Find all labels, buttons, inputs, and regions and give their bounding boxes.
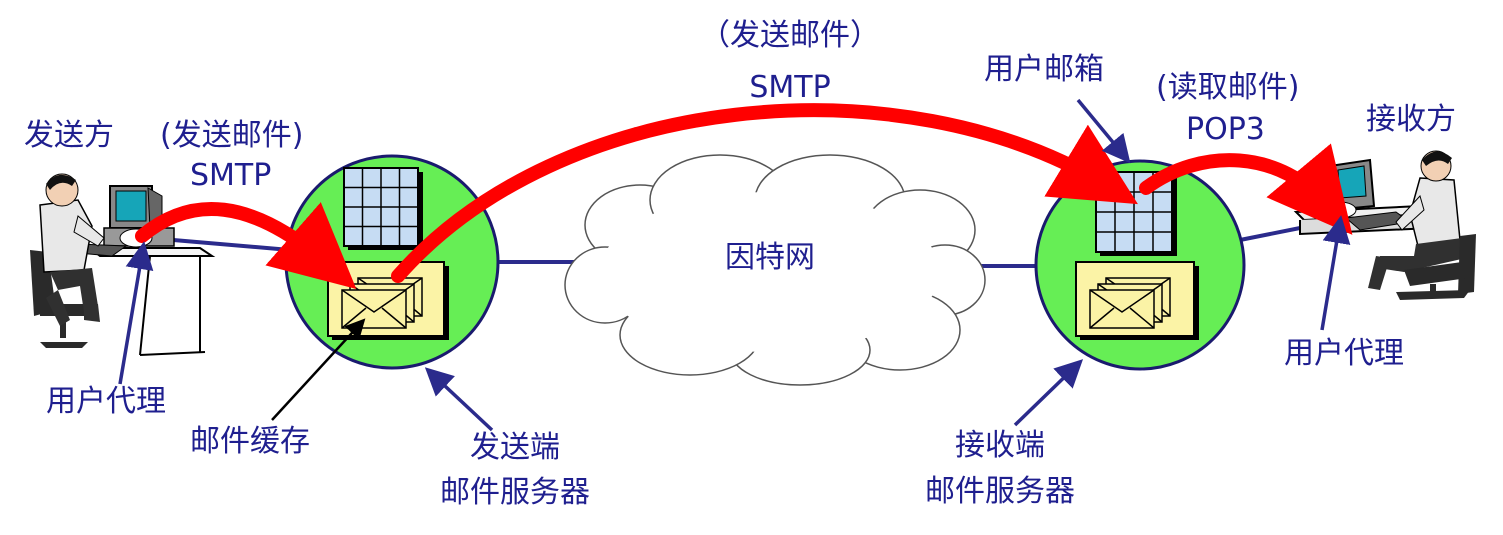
receiver-chair bbox=[1396, 234, 1476, 300]
receiver-server-pointer bbox=[1013, 359, 1084, 427]
mailbox-label: 用户邮箱 bbox=[984, 52, 1104, 87]
receiver-server-label-1: 接收端 bbox=[955, 428, 1045, 463]
smtp-label-top: SMTP bbox=[749, 70, 831, 105]
user-agent-label-right: 用户代理 bbox=[1284, 336, 1404, 371]
sender-person bbox=[30, 173, 216, 356]
user-agent-right-pointer bbox=[1320, 215, 1351, 331]
sender-server-label-1: 发送端 bbox=[470, 430, 560, 465]
send-mail-label-left: (发送邮件) bbox=[160, 118, 304, 153]
smtp-arrow-client-to-server bbox=[135, 201, 357, 290]
flow-arrows bbox=[135, 103, 1353, 290]
pointer-arrows bbox=[118, 98, 1351, 432]
send-mail-label-top: （发送邮件） bbox=[700, 18, 880, 53]
receiver-label: 接收方 bbox=[1366, 102, 1456, 137]
receiver-person bbox=[1293, 150, 1476, 300]
mail-cache-pointer bbox=[271, 318, 366, 421]
internet-label: 因特网 bbox=[725, 240, 815, 275]
sender-server-label-2: 邮件服务器 bbox=[440, 475, 590, 510]
sender-body bbox=[39, 173, 105, 326]
mail-cache-box-left bbox=[327, 261, 449, 340]
mailbox-grid-left bbox=[343, 167, 423, 250]
mail-cache-label: 邮件缓存 bbox=[190, 424, 310, 459]
user-agent-left-pointer bbox=[118, 241, 154, 385]
sender-desk bbox=[87, 247, 216, 356]
receiver-server-label-2: 邮件服务器 bbox=[925, 474, 1075, 509]
user-agent-label-left: 用户代理 bbox=[46, 384, 166, 419]
read-mail-label: (读取邮件) bbox=[1156, 70, 1300, 105]
pop3-arrow-server-to-client bbox=[1139, 143, 1353, 235]
pop3-label: POP3 bbox=[1186, 112, 1265, 147]
internet-cloud bbox=[564, 154, 986, 386]
sender-server-pointer bbox=[424, 367, 494, 432]
receiver-mail-server bbox=[1034, 159, 1246, 371]
smtp-label-left: SMTP bbox=[190, 158, 272, 193]
receiver-body bbox=[1368, 150, 1466, 290]
mailbox-pointer bbox=[1076, 98, 1131, 164]
sender-label: 发送方 bbox=[24, 118, 114, 153]
smtp-arrow-server-to-server bbox=[391, 103, 1138, 283]
mail-cache-box-right bbox=[1075, 261, 1199, 340]
